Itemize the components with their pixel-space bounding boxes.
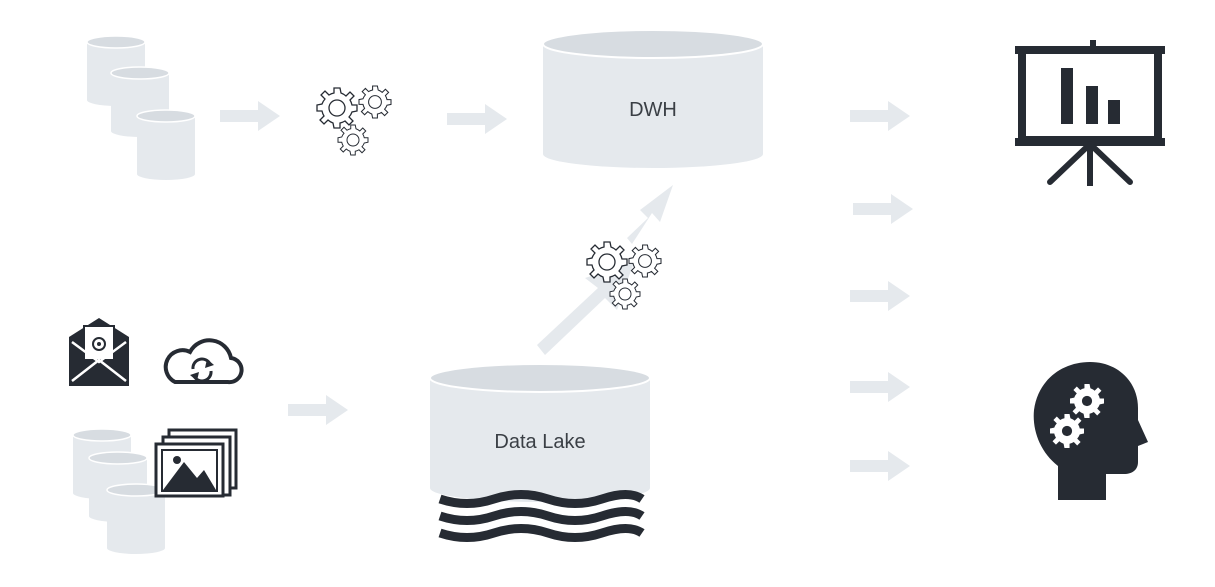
unstructured-db-icon	[72, 428, 166, 555]
arrow-etl-to-dwh	[447, 104, 507, 134]
dwh-cylinder: DWH	[542, 29, 764, 168]
cloud-sync-icon	[163, 338, 244, 385]
email-icon	[69, 318, 129, 386]
arrow-lake-to-dwh	[537, 185, 673, 355]
arrow-out-4	[850, 372, 910, 402]
arrow-out-1	[850, 101, 910, 131]
dwh-label: DWH	[629, 99, 677, 121]
data-lake-label: Data Lake	[494, 431, 585, 453]
structured-sources-icon	[86, 35, 196, 181]
arrow-out-3	[850, 281, 910, 311]
arrow-unstructured-to-lake	[288, 395, 348, 425]
water-waves-icon	[438, 490, 645, 542]
brain-gears-icon	[1033, 362, 1148, 500]
data-lake-cylinder: Data Lake	[429, 363, 651, 502]
arrow-out-5	[850, 451, 910, 481]
arrow-sources-to-etl	[220, 101, 280, 131]
presentation-chart-icon	[1015, 40, 1165, 186]
arrow-out-2	[853, 194, 913, 224]
etl-gears-icon	[316, 85, 392, 156]
images-icon	[154, 428, 238, 498]
